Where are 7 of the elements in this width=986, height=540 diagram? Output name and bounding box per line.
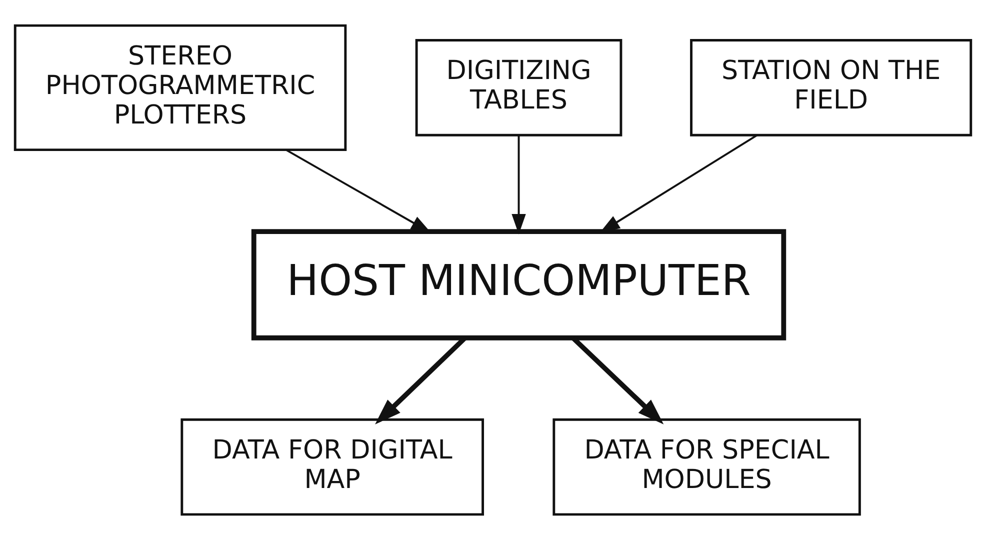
node-box: DATA FOR DIGITAL MAP bbox=[180, 418, 484, 516]
node-box: STEREO PHOTOGRAMMETRIC PLOTTERS bbox=[14, 24, 347, 152]
node-box: DATA FOR SPECIAL MODULES bbox=[552, 418, 861, 516]
node-box: HOST MINICOMPUTER bbox=[251, 229, 786, 340]
node-box: DIGITIZING TABLES bbox=[415, 39, 622, 136]
arrow bbox=[512, 135, 526, 234]
node-box: STATION ON THE FIELD bbox=[690, 39, 972, 136]
